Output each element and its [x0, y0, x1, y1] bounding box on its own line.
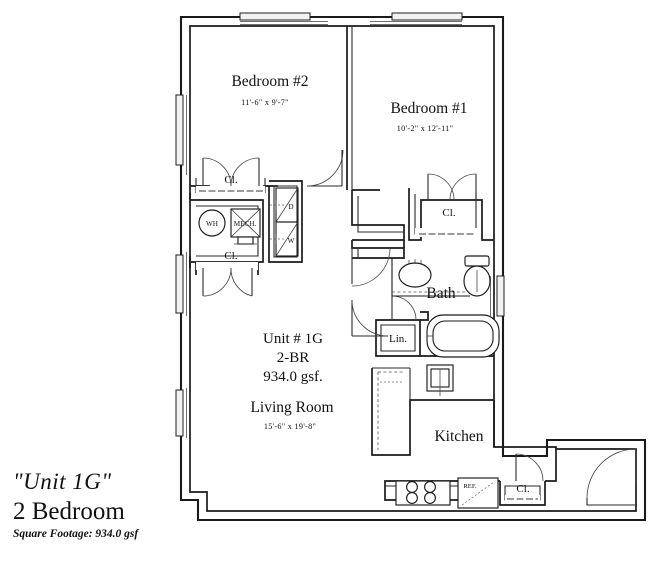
unit-stamp: Unit # 1G 2-BR 934.0 gsf. — [263, 331, 323, 385]
unit-stamp-bedrooms: 2-BR — [277, 350, 310, 366]
caption-unit-name: "Unit 1G" — [13, 469, 112, 494]
door-swings — [202, 149, 637, 506]
caption-bedroom-count: 2 Bedroom — [13, 498, 125, 526]
water-heater-label: WH — [206, 220, 218, 228]
closet-label-hall: Cl. — [224, 250, 237, 262]
room-labels: Bedroom #2 11'-6" x 9'-7" Bedroom #1 10'… — [231, 73, 483, 445]
interior-walls — [189, 26, 557, 506]
kitchen-fixtures — [395, 364, 499, 509]
unit-stamp-area: 934.0 gsf. — [263, 369, 323, 385]
linen-closet-label: Lin. — [389, 333, 407, 345]
plumbing-fixtures — [391, 255, 500, 358]
equipment-symbols — [198, 187, 299, 257]
dryer-label: D — [288, 203, 293, 211]
unit-stamp-unit: Unit # 1G — [263, 331, 323, 347]
closet-label-bedroom1: Cl. — [442, 207, 455, 219]
room-dimensions-livingroom: 15'-6" x 19'-8" — [264, 422, 316, 431]
caption-square-footage: Square Footage: 934.0 gsf — [13, 528, 139, 541]
equipment-labels: WH MECH. D W REF. — [206, 203, 477, 490]
mechanical-label: MECH. — [234, 220, 257, 228]
room-dimensions-bedroom2: 11'-6" x 9'-7" — [241, 98, 289, 107]
closet-label-entry: Cl. — [516, 483, 529, 495]
room-label-kitchen: Kitchen — [434, 428, 483, 445]
windows — [175, 12, 505, 438]
closet-labels: Cl. Cl. Cl. Cl. Lin. — [224, 174, 529, 495]
room-dimensions-bedroom1: 10'-2" x 12'-11" — [397, 124, 453, 133]
room-label-bedroom2: Bedroom #2 — [231, 73, 308, 90]
room-label-bedroom1: Bedroom #1 — [390, 100, 467, 117]
room-label-bath: Bath — [426, 285, 456, 302]
washer-label: W — [288, 237, 295, 245]
closet-label-bedroom2: Cl. — [224, 174, 237, 186]
caption-block: "Unit 1G" 2 Bedroom Square Footage: 934.… — [13, 469, 223, 541]
refrigerator-label: REF. — [463, 483, 477, 490]
room-label-livingroom: Living Room — [250, 399, 333, 416]
